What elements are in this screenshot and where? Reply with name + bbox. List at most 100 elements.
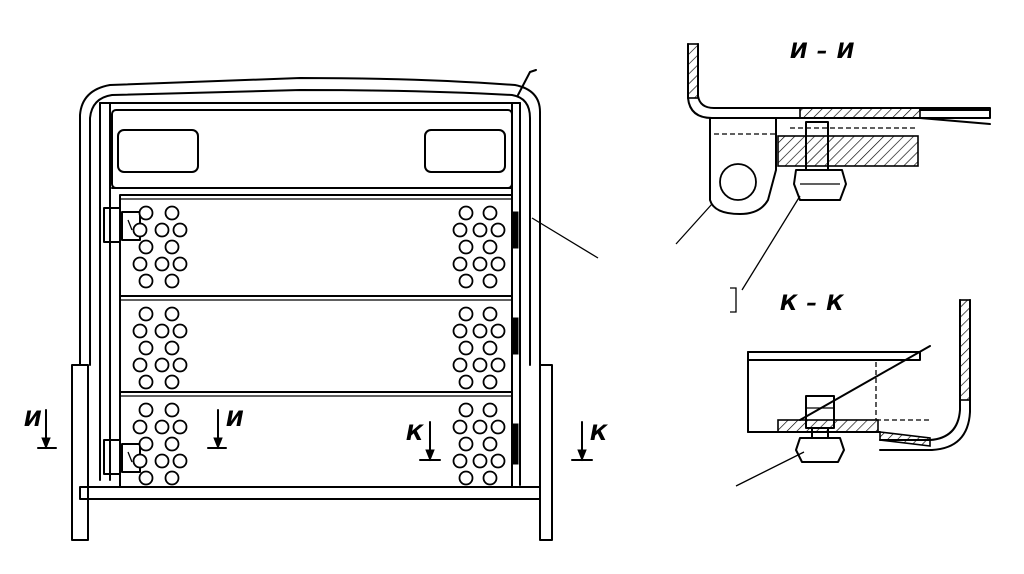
perforation-hole	[164, 470, 180, 486]
perforation-hole	[164, 205, 180, 221]
perforation-hole	[458, 436, 474, 452]
perforation-hole	[132, 256, 148, 272]
perforation-hole	[490, 419, 506, 435]
panel-hatch	[687, 43, 699, 99]
perforation-hole	[452, 256, 468, 272]
latch-1	[511, 211, 519, 249]
perforation-hole	[482, 205, 498, 221]
hinge-block	[709, 117, 777, 215]
k-diagonal	[799, 345, 931, 421]
perforation-hole	[132, 453, 148, 469]
perforation-hole	[138, 374, 154, 390]
section-marker-i-left: И	[24, 407, 57, 450]
latch-2	[511, 317, 519, 355]
perforation-hole	[482, 306, 498, 322]
perforation-hole	[472, 323, 488, 339]
perforation-hole	[154, 323, 170, 339]
perforation-hole	[482, 273, 498, 289]
front-view: И И К К	[24, 69, 608, 541]
curved-panel-outer	[687, 43, 771, 119]
perforation-hole	[172, 357, 188, 373]
perforation-hole	[138, 470, 154, 486]
bracket-mark	[730, 287, 737, 313]
leader-k	[735, 451, 805, 487]
right-light	[424, 129, 506, 173]
perforation-hole	[164, 306, 180, 322]
latch-3	[511, 423, 519, 465]
curved-panel-inner	[697, 43, 771, 109]
marker-label-k-mid: К	[406, 421, 424, 445]
perforation-hole	[490, 222, 506, 238]
top-plate-lip	[919, 117, 991, 125]
perforation-hole	[172, 323, 188, 339]
outer-frame	[79, 77, 541, 366]
perforation-hole	[482, 436, 498, 452]
upper-panel	[111, 109, 513, 189]
marker-label-i-mid: И	[226, 407, 244, 431]
marker-label-k-right: К	[590, 421, 608, 445]
perforation-hole	[458, 374, 474, 390]
perforation-hole	[154, 256, 170, 272]
perforation-hole	[490, 256, 506, 272]
marker-label-i-left: И	[24, 407, 42, 431]
perforation-hole	[472, 256, 488, 272]
perforation-hole	[458, 470, 474, 486]
perforation-hole	[138, 273, 154, 289]
perforation-hole	[452, 419, 468, 435]
leader-front	[531, 217, 599, 259]
perforation-hole	[472, 419, 488, 435]
hinge-pin	[719, 163, 757, 201]
section-i-view: И – И	[675, 39, 991, 313]
perforation-hole	[172, 419, 188, 435]
section-k-title: К – К	[780, 291, 844, 315]
section-marker-i-mid: И	[207, 407, 244, 450]
k-bolt-nut	[795, 437, 845, 463]
perforation-hole	[490, 357, 506, 373]
section-marker-k-mid: К	[406, 421, 441, 462]
perforation-hole	[452, 323, 468, 339]
perforation-hole	[458, 273, 474, 289]
perforation-hole	[138, 239, 154, 255]
perforation-hole	[154, 357, 170, 373]
perforation-hole	[138, 205, 154, 221]
perforation-hole	[172, 222, 188, 238]
perforation-hole	[482, 374, 498, 390]
perforation-hole	[472, 453, 488, 469]
perforation-hole	[138, 306, 154, 322]
perforation-hole	[132, 323, 148, 339]
left-light	[117, 129, 199, 173]
perforation-hole	[482, 239, 498, 255]
lever	[517, 69, 537, 96]
perforation-hole	[164, 374, 180, 390]
perforation-hole	[172, 453, 188, 469]
perforation-hole	[154, 453, 170, 469]
leader-i-1	[675, 203, 713, 245]
inner-frame	[89, 89, 531, 366]
k-clamp-tip	[879, 431, 931, 447]
k-panel-outer	[879, 299, 961, 441]
perforation-hole	[154, 419, 170, 435]
perforation-hole	[132, 419, 148, 435]
perforation-hole	[138, 436, 154, 452]
right-leg	[539, 364, 553, 541]
perforation-hole	[458, 306, 474, 322]
section-marker-k-right: К	[571, 421, 608, 462]
section-i-title: И – И	[790, 39, 855, 63]
perforation-hole	[132, 357, 148, 373]
perforation-hole	[164, 273, 180, 289]
perforation-hole	[154, 222, 170, 238]
k-panel-inner	[879, 299, 971, 451]
perforation-hole	[482, 402, 498, 418]
bottom-bar	[79, 486, 541, 500]
perforation-hole	[490, 453, 506, 469]
mount-block	[777, 135, 919, 167]
perforation-hole	[458, 402, 474, 418]
perforation-hole	[458, 239, 474, 255]
k-top-plate	[747, 351, 921, 361]
perforation-hole	[452, 222, 468, 238]
perforation-hole	[172, 256, 188, 272]
perforation-hole	[164, 402, 180, 418]
k-panel-hatch	[959, 299, 971, 401]
perforation-hole	[138, 402, 154, 418]
